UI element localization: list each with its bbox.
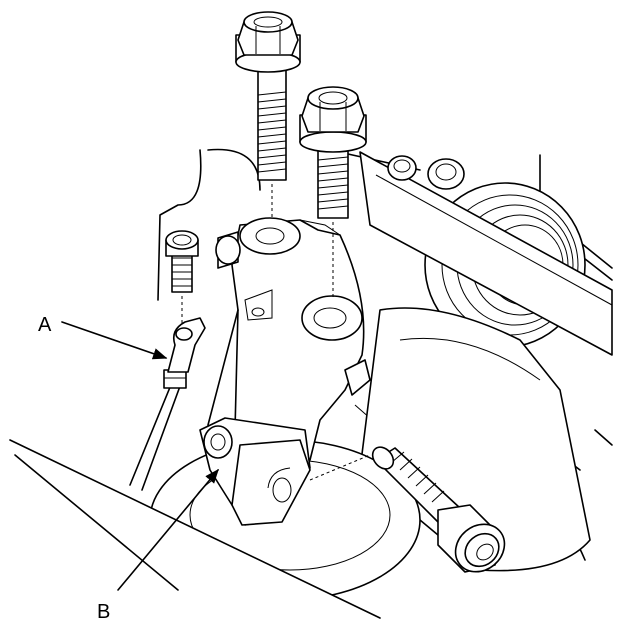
body-panel xyxy=(9,439,381,619)
ground-bolt xyxy=(165,230,199,325)
ground-cable xyxy=(129,369,187,491)
drive-belt xyxy=(359,151,613,356)
bracket-mounting-bolt xyxy=(203,425,233,459)
ground-cable-terminal xyxy=(167,317,206,373)
mount-bolt-left xyxy=(235,11,301,220)
callout-leader-b xyxy=(117,468,219,591)
mount-bracket xyxy=(207,217,371,461)
callout-label-b: B xyxy=(97,601,110,623)
rail-bolt-heads xyxy=(387,155,465,190)
callout-label-a: A xyxy=(38,314,52,336)
side-bolt xyxy=(309,446,506,573)
mount-bolt-right xyxy=(299,86,367,300)
callout-leader-a xyxy=(61,321,168,360)
